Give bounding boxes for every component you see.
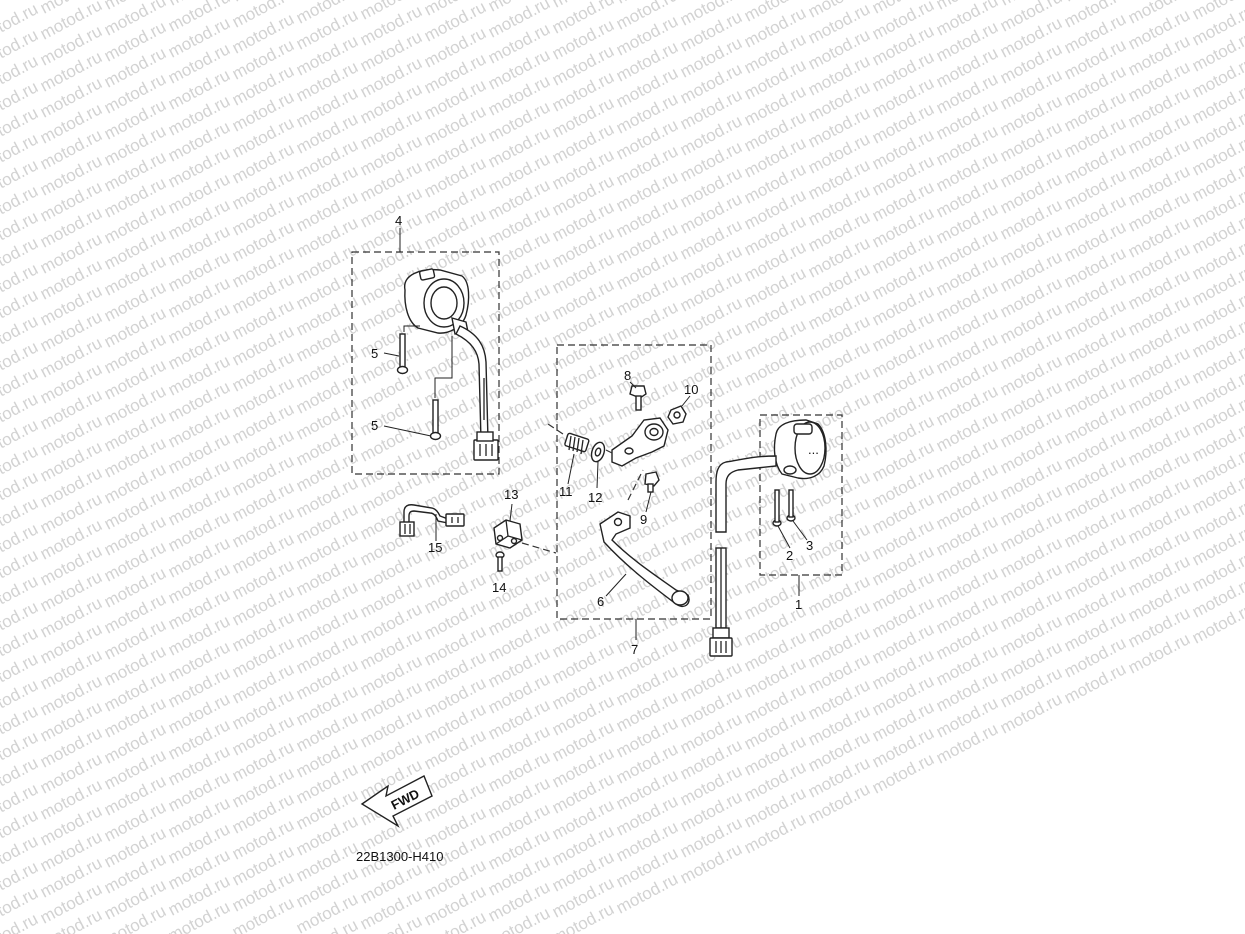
bolt-8 xyxy=(629,385,647,411)
group-box-6 xyxy=(556,344,712,620)
callout-9: 9 xyxy=(640,512,647,527)
right-switch-housing: ... xyxy=(773,419,827,480)
right-switch-cable xyxy=(709,455,777,657)
callout-13: 13 xyxy=(504,487,518,502)
callout-1: 1 xyxy=(795,597,802,612)
nut-10 xyxy=(667,405,687,425)
screw-5-lower xyxy=(429,399,442,441)
callout-5-upper: 5 xyxy=(371,346,378,361)
assembly-4-left-switch: 4 5 xyxy=(351,213,500,475)
adjuster-11 xyxy=(564,432,590,455)
screw-5-upper xyxy=(396,333,409,375)
callout-5-lower: 5 xyxy=(371,418,378,433)
callout-8: 8 xyxy=(624,368,631,383)
left-switch-housing xyxy=(404,268,470,335)
lever-7 xyxy=(599,511,690,608)
callout-15: 15 xyxy=(428,540,442,555)
screw-3 xyxy=(786,489,796,522)
screw-14 xyxy=(495,551,505,572)
locknut-12 xyxy=(590,441,606,463)
callout-11: 11 xyxy=(559,484,573,499)
callout-10: 10 xyxy=(684,382,698,397)
callout-4: 4 xyxy=(395,213,402,228)
callout-6: 7 xyxy=(631,642,638,657)
diagram-code: 22B1300-H410 xyxy=(356,849,443,864)
assembly-6-lever-holder: 7 8 10 11 xyxy=(547,344,712,657)
svg-text:...: ... xyxy=(808,442,819,457)
callout-12: 12 xyxy=(588,490,602,505)
callout-14: 14 xyxy=(492,580,506,595)
assembly-1-right-switch: 1 ... 2 3 xyxy=(759,414,843,612)
part-15-switch-lead xyxy=(399,504,465,537)
group-box-4 xyxy=(351,251,500,475)
bolt-9 xyxy=(644,471,660,493)
lever-bracket xyxy=(611,417,669,467)
callout-3: 3 xyxy=(806,538,813,553)
callout-2: 2 xyxy=(786,548,793,563)
left-switch-cable xyxy=(455,325,499,461)
screw-2 xyxy=(772,489,782,527)
part-13-clamp xyxy=(493,519,523,549)
callout-7: 6 xyxy=(597,594,604,609)
